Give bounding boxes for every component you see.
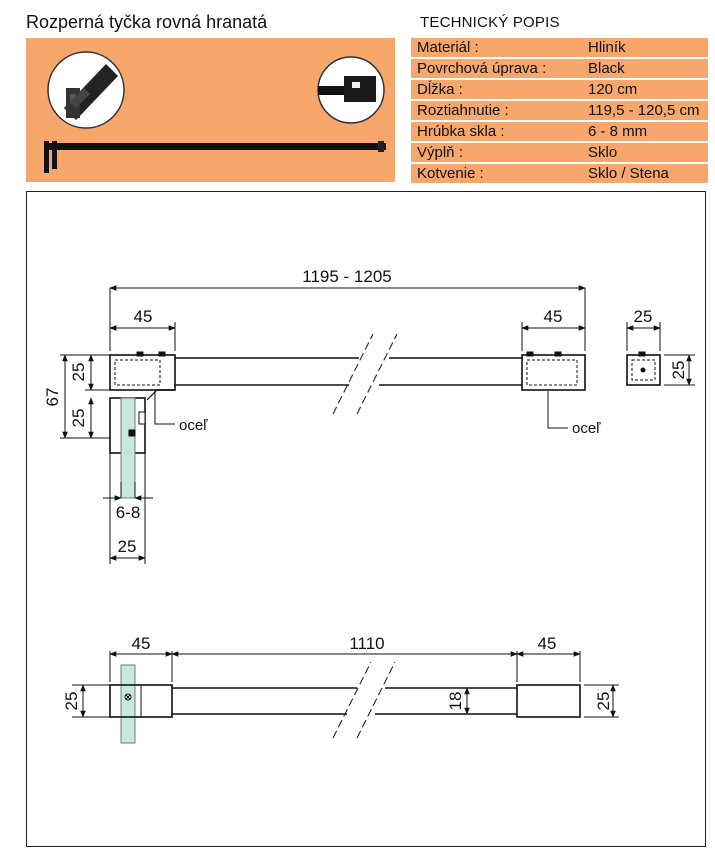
product-photo (26, 38, 395, 182)
dim-clamp-width: 25 (118, 537, 137, 556)
spec-value: Black (582, 59, 708, 78)
detail-left-icon (47, 51, 125, 129)
detail-right-icon (317, 56, 385, 124)
spec-label: Roztiahnutie : (411, 101, 582, 120)
spec-value: 119,5 - 120,5 cm (582, 101, 708, 120)
glass-clamp-render (44, 141, 49, 173)
dim-end-right: 45 (544, 307, 563, 326)
spec-value: Sklo / Stena (582, 164, 708, 183)
glass-panel (120, 397, 136, 499)
spec-heading: TECHNICKÝ POPIS (420, 14, 560, 31)
dim-bottom-left: 45 (132, 634, 151, 653)
dim-bottom-middle: 1110 (349, 634, 384, 653)
dim-bottom-right: 45 (538, 634, 557, 653)
dim-bracket-total: 67 (43, 388, 62, 407)
spec-row: Hrúbka skla :6 - 8 mm (411, 122, 708, 141)
dim-profile-width: 25 (634, 307, 653, 326)
dim-bar-height: 18 (446, 692, 465, 711)
spec-label: Dĺžka : (411, 80, 582, 99)
spec-value: 6 - 8 mm (582, 122, 708, 141)
spec-row: Roztiahnutie :119,5 - 120,5 cm (411, 101, 708, 120)
label-steel-right: oceľ (572, 420, 601, 437)
bar-render (46, 143, 386, 150)
spec-label: Povrchová úprava : (411, 59, 582, 78)
spec-row: Dĺžka :120 cm (411, 80, 708, 99)
dim-overall: 1195 - 1205 (302, 267, 391, 286)
product-title: Rozperná tyčka rovná hranatá (26, 12, 268, 32)
technical-drawing: 1195 - 1205 45 45 25 25 67 25 25 oceľ oc… (26, 191, 706, 847)
dim-bottom-height-right: 25 (594, 692, 613, 711)
spec-label: Materiál : (411, 38, 582, 57)
end-block-right (521, 354, 586, 391)
spec-row: Kotvenie :Sklo / Stena (411, 164, 708, 183)
dim-bottom-height-left: 25 (62, 692, 81, 711)
product-rendering (44, 51, 386, 173)
label-steel-left: oceľ (179, 417, 208, 434)
spec-value: Hliník (582, 38, 708, 57)
spec-value: 120 cm (582, 80, 708, 99)
spec-row: Výplň :Sklo (411, 143, 708, 162)
spec-label: Kotvenie : (411, 164, 582, 183)
drawing-canvas: 1195 - 1205 45 45 25 25 67 25 25 oceľ oc… (43, 267, 695, 744)
spec-value: Sklo (582, 143, 708, 162)
spec-row: Povrchová úprava :Black (411, 59, 708, 78)
dim-bracket-upper: 25 (69, 363, 88, 382)
spec-label: Hrúbka skla : (411, 122, 582, 141)
spec-row: Materiál :Hliník (411, 38, 708, 57)
dim-glass-thickness: 6-8 (116, 503, 141, 522)
dim-profile-height: 25 (669, 361, 688, 380)
dim-end-left: 45 (134, 307, 153, 326)
spec-label: Výplň : (411, 143, 582, 162)
end-block-bottom (516, 684, 581, 718)
dim-bracket-lower: 25 (69, 409, 88, 428)
glass-panel-bottom (120, 664, 136, 744)
